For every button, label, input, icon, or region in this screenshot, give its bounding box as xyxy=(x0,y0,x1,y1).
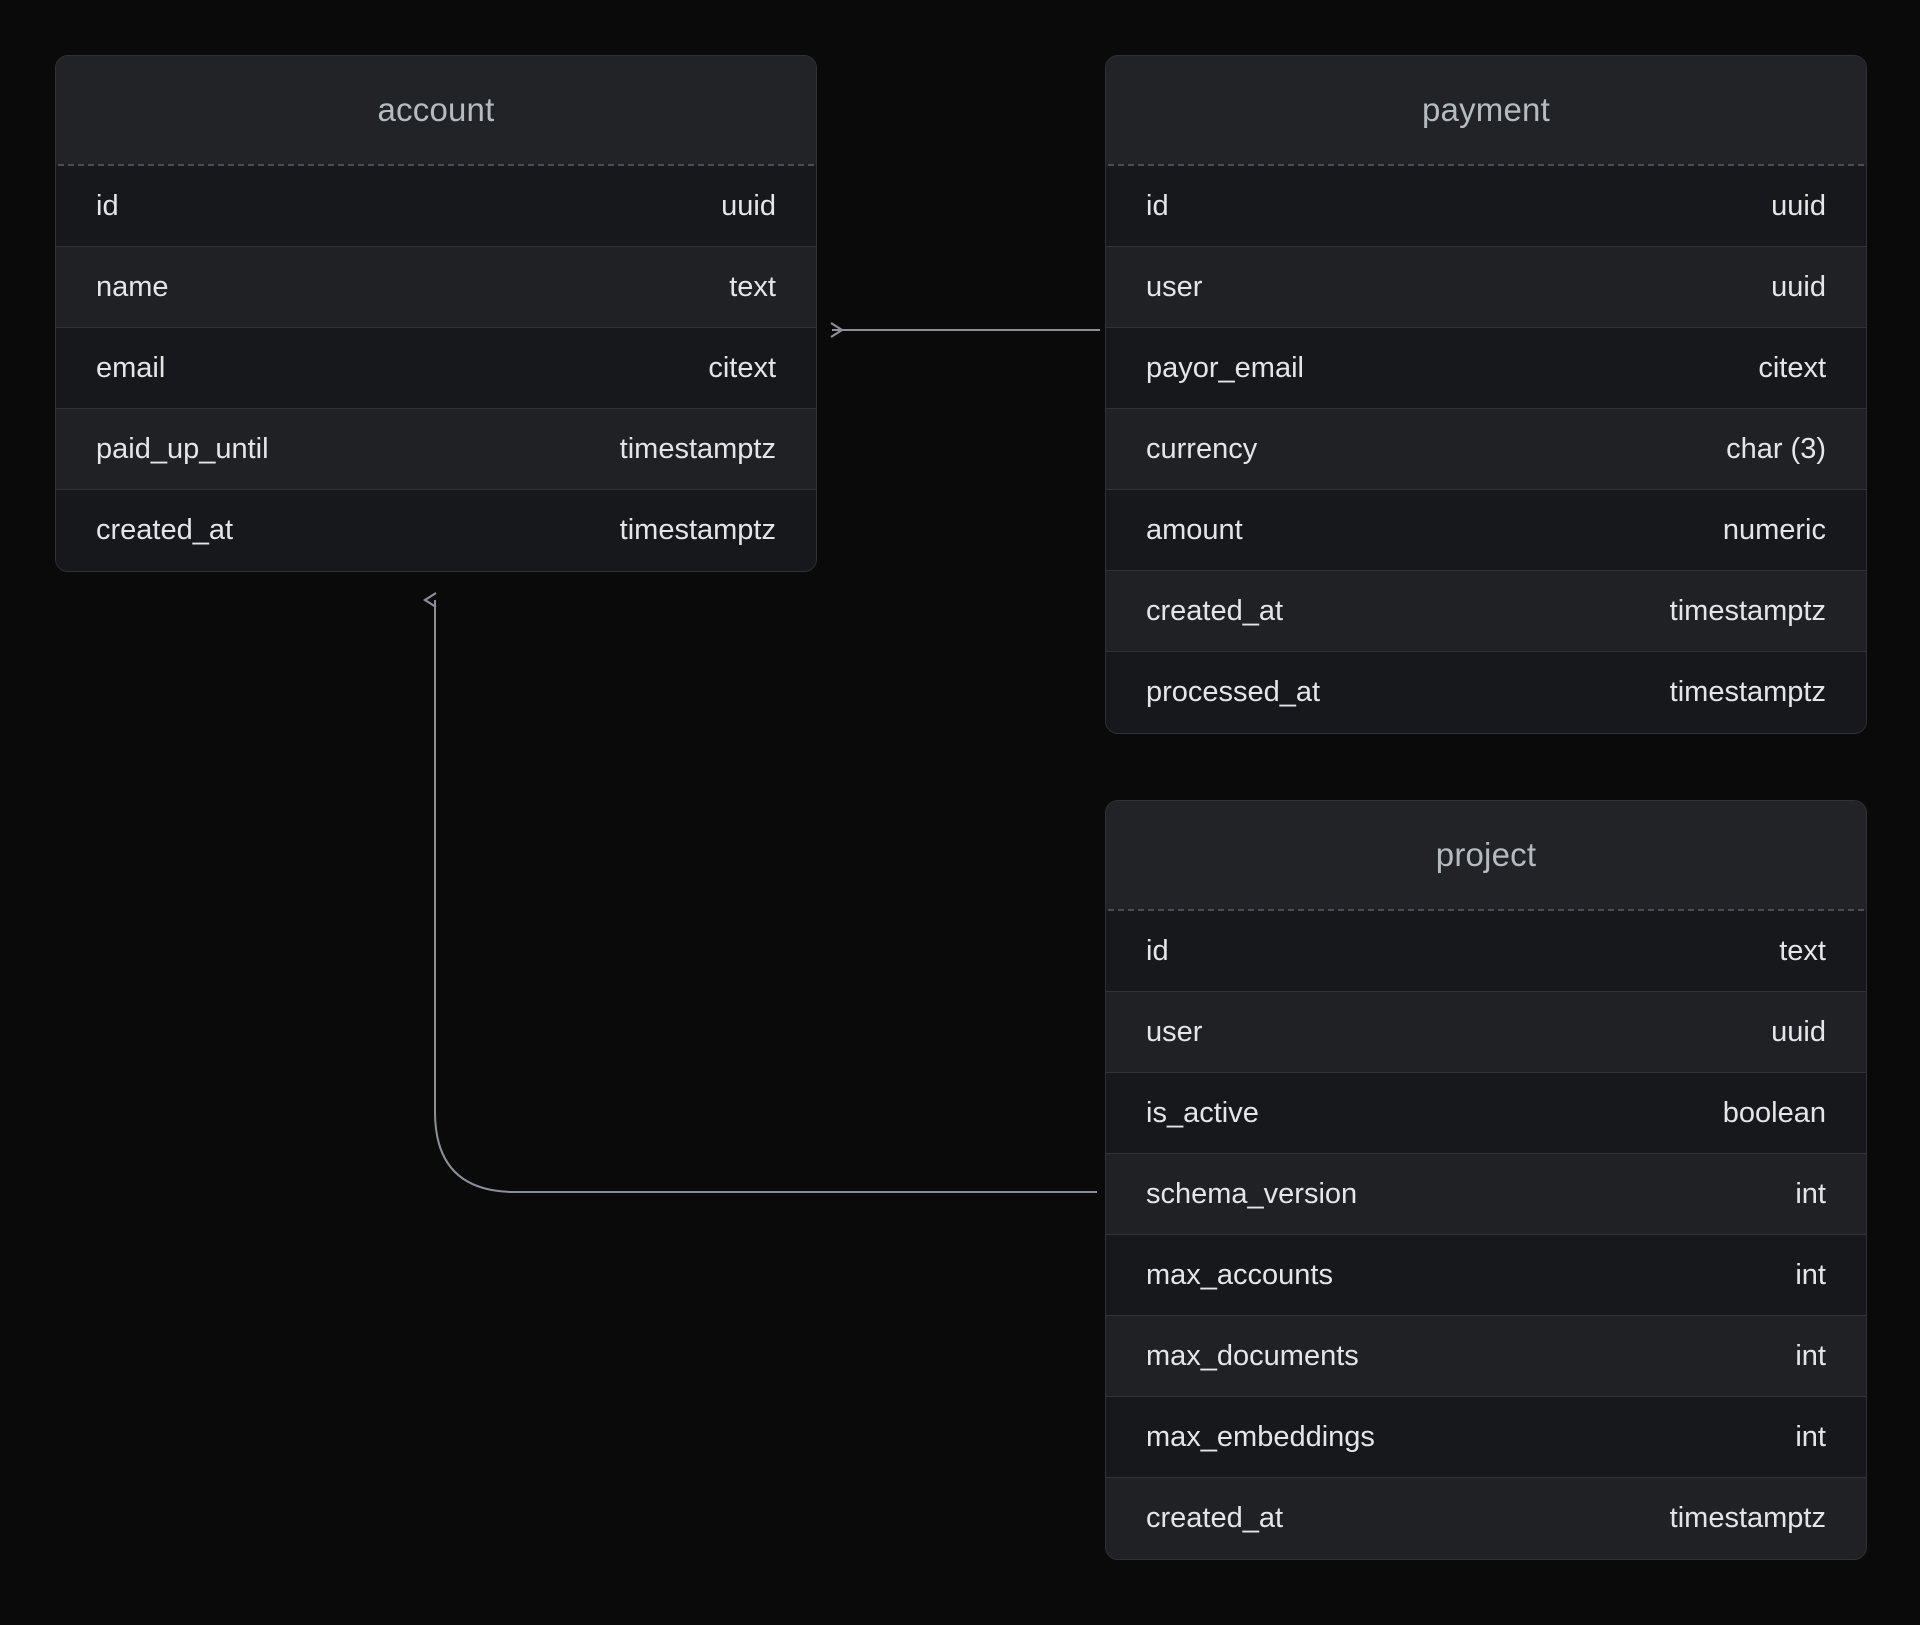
er-column-row[interactable]: currency char (3) xyxy=(1106,409,1866,490)
er-column-field: payor_email xyxy=(1146,351,1304,384)
er-columns-payment: id uuid user uuid payor_email citext cur… xyxy=(1106,166,1866,733)
er-column-type: timestamptz xyxy=(619,514,776,546)
er-column-row[interactable]: user uuid xyxy=(1106,247,1866,328)
er-column-field: max_documents xyxy=(1146,1339,1359,1372)
er-table-title-project: project xyxy=(1106,801,1866,909)
er-column-field: id xyxy=(96,189,119,222)
er-column-type: timestamptz xyxy=(619,432,776,465)
er-table-payment[interactable]: payment id uuid user uuid payor_email ci… xyxy=(1105,55,1867,734)
er-column-type: timestamptz xyxy=(1669,1502,1826,1534)
er-column-row[interactable]: created_at timestamptz xyxy=(56,490,816,571)
er-column-type: int xyxy=(1795,1339,1826,1372)
er-column-field: created_at xyxy=(1146,1502,1284,1534)
er-column-row[interactable]: max_accounts int xyxy=(1106,1235,1866,1316)
er-column-row[interactable]: paid_up_until timestamptz xyxy=(56,409,816,490)
er-columns-account: id uuid name text email citext paid_up_u… xyxy=(56,166,816,571)
er-columns-project: id text user uuid is_active boolean sche… xyxy=(1106,911,1866,1559)
er-column-type: int xyxy=(1795,1420,1826,1453)
er-column-row[interactable]: id uuid xyxy=(1106,166,1866,247)
er-column-field: name xyxy=(96,270,169,303)
er-table-title-account: account xyxy=(56,56,816,164)
er-column-type: uuid xyxy=(1771,270,1826,303)
er-column-field: id xyxy=(1146,189,1169,222)
er-column-row[interactable]: id text xyxy=(1106,911,1866,992)
er-column-type: int xyxy=(1795,1258,1826,1291)
er-column-type: timestamptz xyxy=(1669,594,1826,627)
er-column-row[interactable]: schema_version int xyxy=(1106,1154,1866,1235)
er-column-type: citext xyxy=(1758,351,1826,384)
er-column-field: max_embeddings xyxy=(1146,1420,1375,1453)
er-title-divider xyxy=(58,164,814,166)
er-table-title-payment: payment xyxy=(1106,56,1866,164)
er-column-type: numeric xyxy=(1722,513,1826,546)
er-column-field: currency xyxy=(1146,432,1258,465)
er-column-field: user xyxy=(1146,1015,1203,1048)
er-column-type: uuid xyxy=(1771,1015,1826,1048)
er-column-type: int xyxy=(1795,1177,1826,1210)
er-column-row[interactable]: amount numeric xyxy=(1106,490,1866,571)
er-column-row[interactable]: is_active boolean xyxy=(1106,1073,1866,1154)
er-column-row[interactable]: max_documents int xyxy=(1106,1316,1866,1397)
er-column-row[interactable]: email citext xyxy=(56,328,816,409)
er-column-field: email xyxy=(96,351,166,384)
er-column-field: paid_up_until xyxy=(96,432,269,465)
er-column-row[interactable]: max_embeddings int xyxy=(1106,1397,1866,1478)
er-column-field: created_at xyxy=(96,514,234,546)
er-column-row[interactable]: user uuid xyxy=(1106,992,1866,1073)
er-column-field: schema_version xyxy=(1146,1177,1358,1210)
er-column-row[interactable]: id uuid xyxy=(56,166,816,247)
er-column-field: amount xyxy=(1146,513,1243,546)
er-title-divider xyxy=(1108,164,1864,166)
er-column-row[interactable]: processed_at timestamptz xyxy=(1106,652,1866,733)
er-column-type: uuid xyxy=(1771,189,1826,222)
er-column-row[interactable]: name text xyxy=(56,247,816,328)
er-column-field: id xyxy=(1146,934,1169,967)
er-table-account[interactable]: account id uuid name text email citext p… xyxy=(55,55,817,572)
relation-project-user-to-account xyxy=(422,592,1097,1193)
er-column-row[interactable]: created_at timestamptz xyxy=(1106,1478,1866,1559)
er-column-type: citext xyxy=(708,351,776,384)
er-column-field: created_at xyxy=(1146,594,1284,627)
er-column-row[interactable]: payor_email citext xyxy=(1106,328,1866,409)
er-table-project[interactable]: project id text user uuid is_active bool… xyxy=(1105,800,1867,1560)
er-column-type: uuid xyxy=(721,189,776,222)
er-column-type: timestamptz xyxy=(1669,676,1826,708)
er-column-field: user xyxy=(1146,270,1203,303)
er-column-row[interactable]: created_at timestamptz xyxy=(1106,571,1866,652)
er-column-field: processed_at xyxy=(1146,676,1321,708)
er-column-type: text xyxy=(1779,934,1826,967)
er-column-field: is_active xyxy=(1146,1096,1259,1129)
er-column-type: text xyxy=(729,270,776,303)
er-column-type: char (3) xyxy=(1726,432,1826,465)
er-title-divider xyxy=(1108,909,1864,911)
er-column-field: max_accounts xyxy=(1146,1258,1333,1291)
er-column-type: boolean xyxy=(1722,1096,1826,1129)
